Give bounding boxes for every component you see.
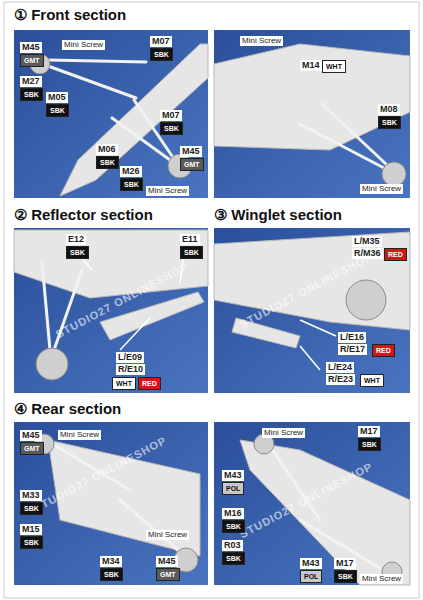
part-number: R/E10 (116, 364, 145, 375)
color-code: GMT (156, 568, 180, 581)
color-code: GMT (20, 442, 44, 455)
section-heading: ① Front section (14, 6, 126, 24)
part-number: M08 (378, 104, 400, 115)
car-body (14, 44, 410, 585)
part-number: L/E16 (338, 332, 366, 343)
color-code: SBK (46, 104, 69, 117)
part-number: M07 (160, 110, 182, 121)
part-number: M15 (20, 524, 42, 535)
part-number: M26 (120, 166, 142, 177)
section-panel: ③ Winglet section (214, 206, 410, 393)
part-number: M45 (20, 430, 42, 441)
part-number: M45 (156, 556, 178, 567)
part-number: M27 (20, 76, 42, 87)
part-number: M17 (334, 558, 356, 569)
color-code: WHT (112, 377, 136, 390)
part-number: M34 (100, 556, 122, 567)
part-number: M45 (180, 146, 202, 157)
page-border (4, 2, 419, 598)
screw-note: Mini Screw (146, 530, 189, 540)
part-number: R/E23 (326, 374, 355, 385)
color-code: SBK (66, 246, 89, 259)
color-code: SBK (100, 568, 123, 581)
color-code: RED (138, 377, 161, 390)
screw-note: Mini Screw (240, 36, 283, 46)
section-heading: ④ Rear section (14, 400, 121, 418)
wheel-hubs (30, 54, 406, 582)
color-code: WHT (322, 60, 346, 73)
color-code: SBK (180, 246, 203, 259)
part-number: L/E09 (116, 352, 144, 363)
part-number: M17 (358, 426, 380, 437)
screw-note: Mini Screw (58, 430, 101, 440)
part-number: E11 (180, 234, 200, 245)
color-code: GMT (20, 54, 44, 67)
color-code: WHT (360, 374, 384, 387)
photo-panels (14, 30, 410, 585)
part-number: M07 (150, 36, 172, 47)
screw-note: Mini Screw (262, 428, 305, 438)
part-number: R03 (222, 540, 243, 551)
screw-note: Mini Screw (360, 574, 403, 584)
part-number: M43 (222, 470, 244, 481)
screw-note: Mini Screw (146, 186, 189, 196)
part-number: L/E24 (326, 362, 354, 373)
color-code: SBK (378, 116, 401, 129)
part-number: M06 (96, 144, 118, 155)
part-number: L/M35 (352, 236, 382, 247)
color-code: SBK (150, 48, 173, 61)
part-number: R/E17 (338, 344, 367, 355)
part-number: M05 (46, 92, 68, 103)
color-code: SBK (334, 570, 357, 583)
color-code: RED (372, 344, 395, 357)
color-code: SBK (20, 536, 43, 549)
color-code: SBK (222, 520, 245, 533)
part-number: M14 (300, 60, 322, 71)
color-code: SBK (160, 122, 183, 135)
color-code: SBK (222, 552, 245, 565)
color-code: POL (300, 570, 322, 583)
part-number: E12 (66, 234, 86, 245)
part-number: M43 (300, 558, 322, 569)
screw-note: Mini Screw (62, 40, 105, 50)
part-number: M16 (222, 508, 244, 519)
color-code: SBK (358, 438, 381, 451)
color-code: SBK (20, 88, 43, 101)
part-number: R/M36 (352, 248, 383, 259)
color-code: SBK (96, 156, 119, 169)
section-heading: ③ Winglet section (214, 206, 342, 224)
part-number: M33 (20, 490, 42, 501)
color-code: RED (384, 248, 407, 261)
color-code: SBK (20, 502, 43, 515)
section-panel: ① Front section (14, 6, 208, 198)
screw-note: Mini Screw (360, 184, 403, 194)
color-code: GMT (180, 158, 204, 171)
part-number: M45 (20, 42, 42, 53)
color-code: SBK (120, 178, 143, 191)
color-code: POL (222, 482, 244, 495)
suspension-arms (42, 60, 386, 568)
section-heading: ② Reflector section (14, 206, 153, 224)
